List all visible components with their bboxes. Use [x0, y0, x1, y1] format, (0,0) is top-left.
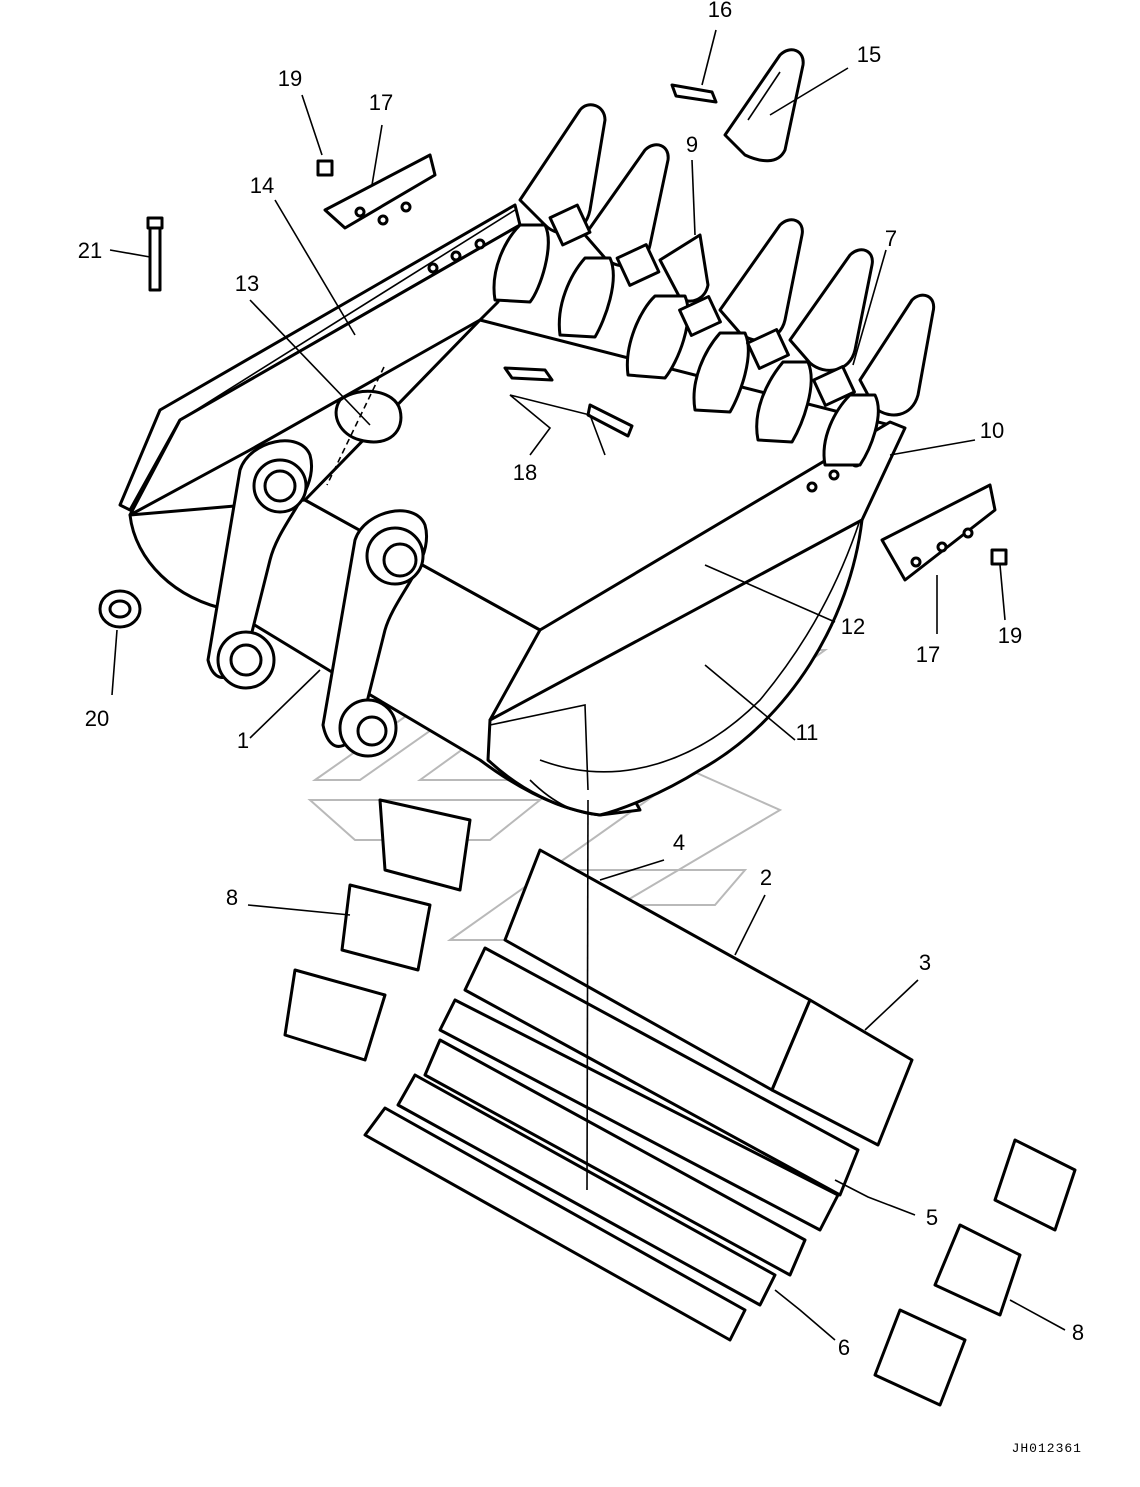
callout-10: 10 — [980, 418, 1004, 443]
wear-plates-2-3-4 — [503, 848, 914, 1147]
bucket-teeth — [492, 103, 936, 467]
side-cutter-right-17 — [880, 483, 997, 582]
callout-9: 9 — [686, 132, 698, 157]
callout-16: 16 — [708, 0, 732, 22]
wear-plates-6 — [363, 1038, 807, 1342]
callout-18: 18 — [513, 460, 537, 485]
wear-buttons-left-8 — [283, 798, 472, 1062]
callout-1: 1 — [237, 728, 249, 753]
callout-17-left: 17 — [369, 90, 393, 115]
pin-brackets — [206, 439, 429, 758]
bolt-21 — [146, 216, 164, 292]
callout-19-left: 19 — [278, 66, 302, 91]
callout-labels: 1 2 3 4 5 6 7 8 8 9 10 11 12 13 14 15 16… — [78, 0, 1084, 1360]
nut-19 — [316, 159, 1008, 566]
callout-12: 12 — [841, 614, 865, 639]
wear-buttons-right-8 — [873, 1138, 1077, 1407]
callout-2: 2 — [760, 865, 772, 890]
callout-20: 20 — [85, 706, 109, 731]
drawing-number: JH012361 — [1012, 1441, 1082, 1456]
callout-14: 14 — [250, 173, 274, 198]
lock-pin-16 — [670, 83, 718, 104]
callout-19-right: 19 — [998, 623, 1022, 648]
bolts-18 — [503, 366, 634, 438]
tooth-cap-15 — [723, 48, 805, 163]
wear-plates-5 — [438, 946, 860, 1232]
callout-6: 6 — [838, 1335, 850, 1360]
callout-17-right: 17 — [916, 642, 940, 667]
callout-13: 13 — [235, 271, 259, 296]
callout-4: 4 — [673, 830, 685, 855]
callout-7: 7 — [885, 226, 897, 251]
callout-5: 5 — [926, 1205, 938, 1230]
washer-20 — [98, 589, 142, 629]
callout-11: 11 — [796, 720, 819, 745]
side-cutter-left-17 — [323, 153, 437, 230]
callout-15: 15 — [857, 42, 881, 67]
callout-8-right: 8 — [1072, 1320, 1084, 1345]
callout-8-left: 8 — [226, 885, 238, 910]
leader-lines — [109, 29, 1066, 1341]
callout-3: 3 — [919, 950, 931, 975]
callout-21: 21 — [78, 238, 102, 263]
